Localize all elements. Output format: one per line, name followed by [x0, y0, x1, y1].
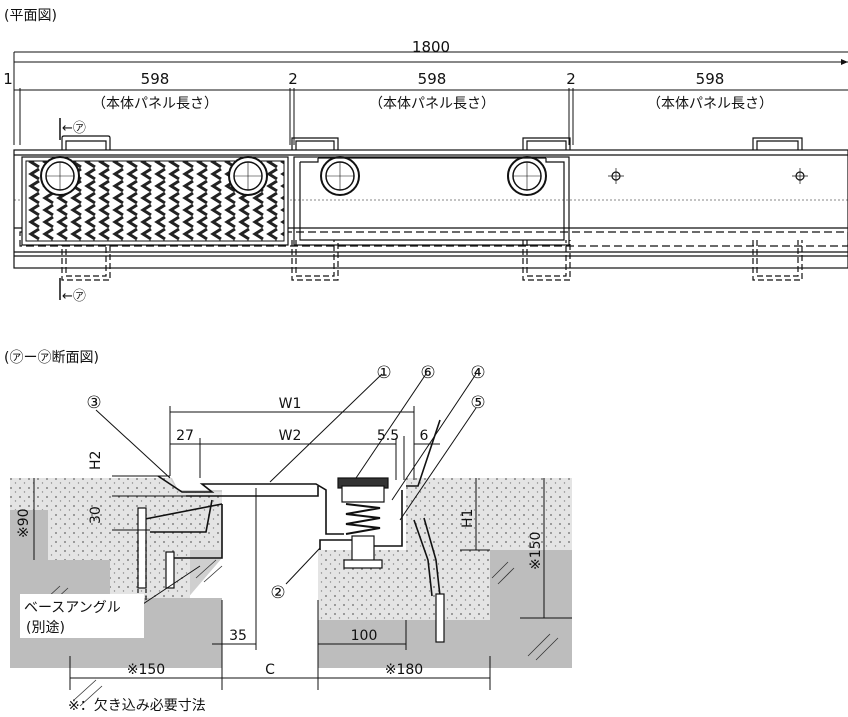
dim-H1: H1: [460, 509, 476, 528]
dim-6: 6: [420, 428, 429, 444]
callout-1: ①: [376, 363, 391, 383]
separate-label: (別途): [26, 619, 65, 636]
callout-3: ③: [86, 393, 101, 413]
plan-title: (平面図): [4, 8, 57, 24]
section-mark-bottom: ←㋐: [62, 289, 86, 304]
dim-gap-left: 1: [3, 70, 13, 88]
bolt-spring: [337, 477, 389, 569]
callouts: [95, 373, 477, 607]
dim-W1: W1: [279, 396, 302, 412]
section-metal: [139, 419, 441, 597]
section-dimensions: [33, 406, 572, 690]
panel-3: [608, 168, 808, 184]
plan-handles-bottom: [61, 240, 803, 281]
callout-4: ④: [470, 363, 485, 383]
section-title: (㋐ー㋐断面図): [4, 350, 99, 366]
dim-90: ※90: [16, 508, 32, 538]
dim-W2: W2: [279, 428, 302, 444]
panel-note-2: （本体パネル長さ）: [369, 96, 495, 112]
dim-100: 100: [351, 628, 378, 644]
panel-note-3: （本体パネル長さ）: [647, 96, 773, 112]
panel-1: [21, 156, 289, 246]
label-bg: [20, 594, 144, 638]
callout-5: ⑤: [470, 393, 485, 413]
panel-note-1: （本体パネル長さ）: [92, 96, 218, 112]
dim-H2: H2: [88, 451, 104, 470]
callout-2: ②: [270, 583, 285, 603]
dim-panel-3: 598: [696, 70, 725, 88]
callout-6: ⑥: [420, 363, 435, 383]
dim-150: ※150: [127, 662, 165, 678]
plan-handles-top: [61, 135, 803, 150]
base-angle-label: ベースアングル: [24, 600, 121, 616]
dim-180: ※180: [385, 662, 423, 678]
dim-150-vertical: ※150: [528, 532, 544, 570]
dim-gap-1: 2: [288, 70, 298, 88]
anchors: [137, 507, 445, 643]
panel-2: [293, 156, 570, 246]
footnote: ※：欠き込み必要寸法: [68, 698, 206, 714]
plan-dimensions: [13, 51, 848, 145]
dim-panel-2: 598: [418, 70, 447, 88]
dim-panel-1: 598: [141, 70, 170, 88]
dim-gap-2: 2: [566, 70, 576, 88]
dim-C: C: [265, 662, 275, 678]
dim-total: 1800: [412, 38, 450, 56]
dim-35: 35: [229, 628, 247, 644]
dim-30: 30: [88, 506, 104, 524]
dim-27: 27: [176, 428, 194, 444]
dim-5-5: 5.5: [377, 428, 399, 444]
section-mark-top: ←㋐: [62, 121, 86, 136]
